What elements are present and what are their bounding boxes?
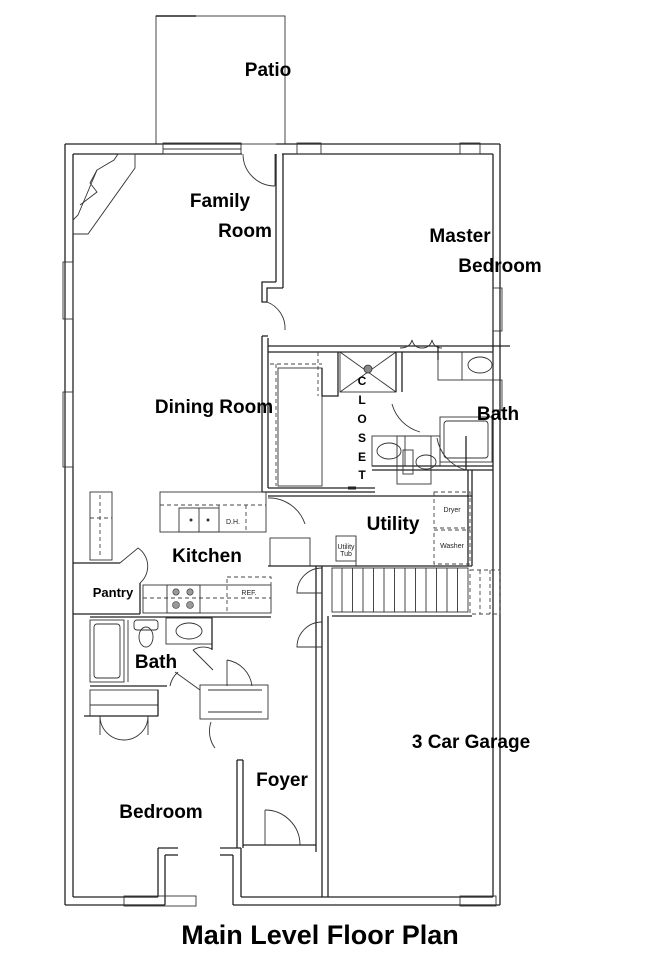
svg-text:O: O	[357, 412, 366, 426]
label-patio: Patio	[245, 60, 291, 81]
utility-room-walls	[267, 470, 473, 567]
label-dishwasher: D.H.	[226, 519, 240, 526]
label-master-bath: Bath	[477, 404, 519, 425]
garage-stairs	[331, 567, 501, 617]
label-washer: Washer	[440, 543, 465, 550]
svg-text:S: S	[358, 431, 366, 445]
svg-text:E: E	[358, 450, 366, 464]
floor-plan-title: Main Level Floor Plan	[181, 920, 459, 950]
interior-walls	[261, 154, 510, 493]
label-bedroom: Bedroom	[119, 802, 202, 823]
label-foyer: Foyer	[256, 770, 308, 791]
kitchen-fixtures	[73, 491, 272, 618]
label-master-bedroom-2: Bedroom	[458, 256, 541, 277]
exterior-walls	[64, 143, 501, 906]
label-dining-room: Dining Room	[155, 397, 273, 418]
label-kitchen: Kitchen	[172, 546, 242, 567]
label-closet: C L O S E T	[357, 374, 366, 482]
label-family-room-2: Room	[218, 221, 272, 242]
hall-bath-fixtures	[84, 617, 269, 749]
patio-door[interactable]	[242, 153, 276, 187]
label-utility-tub-2: Tub	[340, 551, 352, 558]
label-garage: 3 Car Garage	[412, 732, 530, 753]
label-refrigerator: REF.	[241, 590, 256, 597]
garage-walls	[296, 566, 329, 897]
svg-text:C: C	[358, 374, 367, 388]
svg-text:T: T	[358, 468, 366, 482]
label-pantry: Pantry	[93, 585, 134, 600]
fireplace	[72, 153, 136, 235]
label-utility: Utility	[367, 514, 420, 535]
label-utility-tub-1: Utility	[337, 544, 355, 551]
label-dryer: Dryer	[443, 507, 461, 514]
svg-text:L: L	[358, 393, 365, 407]
foyer-walls	[236, 759, 316, 848]
label-family-room-1: Family	[190, 191, 251, 212]
label-master-bedroom-1: Master	[429, 226, 491, 247]
label-bath: Bath	[135, 652, 177, 673]
windows	[62, 142, 503, 907]
